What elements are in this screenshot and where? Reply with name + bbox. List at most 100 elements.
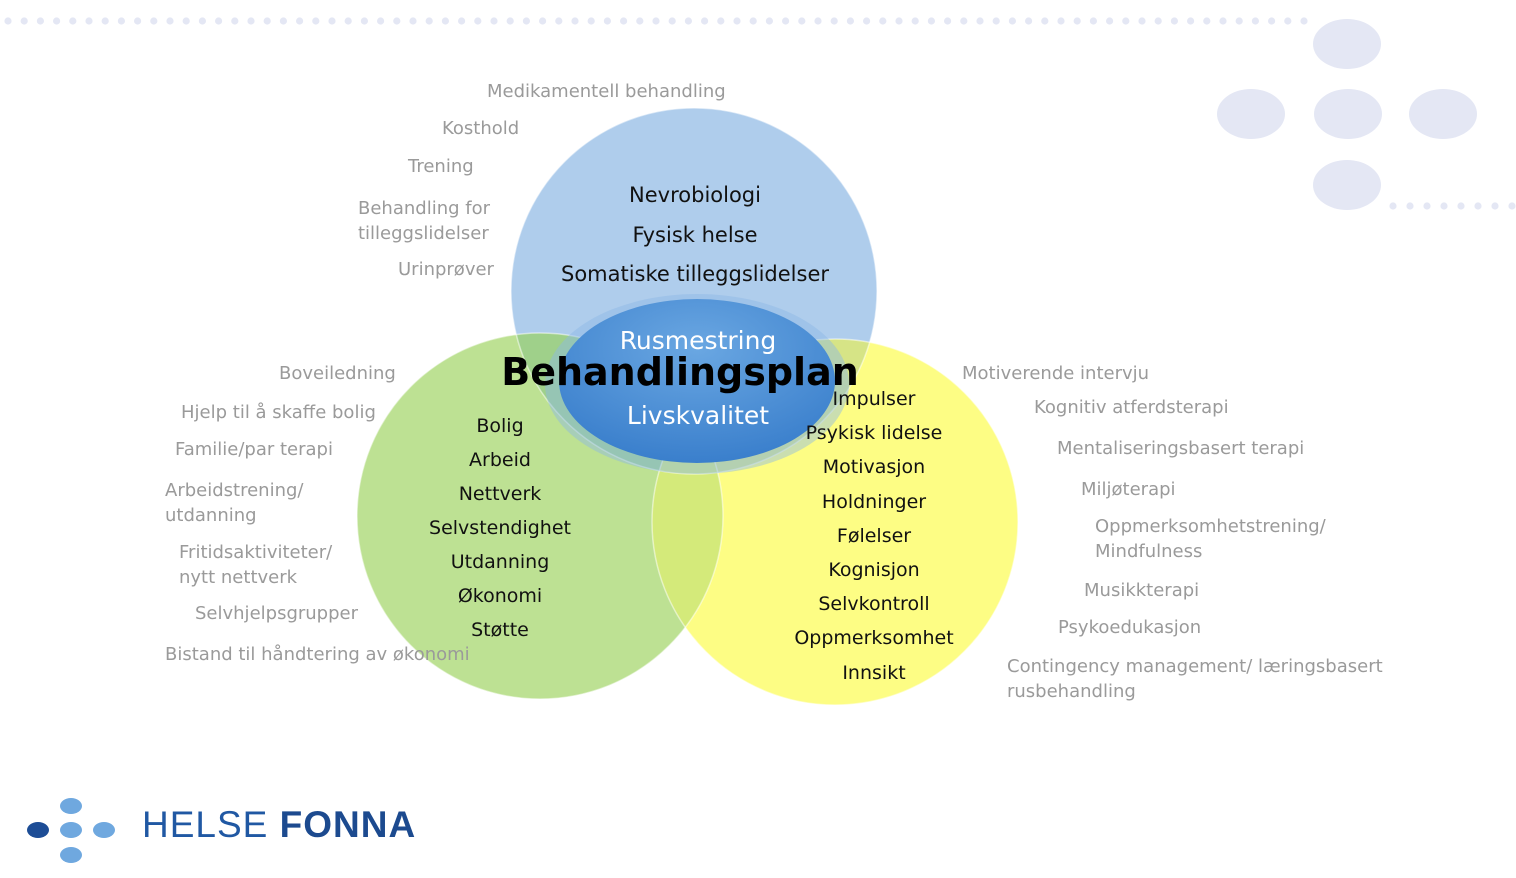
decor-small-dot — [247, 17, 255, 25]
yellow-item: Kognisjon — [828, 559, 920, 582]
yellow-item: Psykisk lidelse — [805, 422, 943, 445]
green-item: Støtte — [471, 619, 529, 641]
logo-dot — [60, 798, 82, 814]
blue-circle-items: Nevrobiologi Fysisk helse Somatiske till… — [505, 176, 885, 295]
decor-small-dot — [571, 17, 579, 25]
blue-item: Nevrobiologi — [629, 183, 761, 207]
decorative-dot-row-right — [1389, 202, 1516, 210]
decor-small-dot — [1073, 17, 1081, 25]
yellow-item: Oppmerksomhet — [794, 627, 954, 650]
decor-small-dot — [1154, 17, 1162, 25]
decor-small-dot — [4, 17, 12, 25]
decor-small-dot — [1474, 202, 1482, 210]
blue-outer-label: Trening — [408, 156, 474, 177]
decor-small-dot — [20, 17, 28, 25]
yellow-item: Selvkontroll — [818, 593, 930, 616]
decor-small-dot — [895, 17, 903, 25]
green-outer-label: Boveiledning — [279, 363, 396, 384]
decor-dot — [1313, 160, 1381, 210]
blue-item: Somatiske tilleggslidelser — [560, 262, 830, 286]
decor-small-dot — [1508, 202, 1516, 210]
yellow-item: Følelser — [836, 524, 912, 547]
green-outer-label: Fritidsaktiviteter/ nytt nettverk — [179, 542, 333, 588]
logo-dot — [93, 822, 115, 838]
decor-small-dot — [1203, 17, 1211, 25]
green-item: Arbeid — [469, 449, 531, 471]
yellow-outer-label: Contingency management/ læringsbasert ru… — [1007, 656, 1383, 702]
decor-small-dot — [296, 17, 304, 25]
decor-small-dot — [976, 17, 984, 25]
decor-small-dot — [393, 17, 401, 25]
green-item: Selvstendighet — [429, 517, 571, 539]
decor-small-dot — [53, 17, 61, 25]
decor-small-dot — [328, 17, 336, 25]
yellow-outer-label: Miljøterapi — [1081, 479, 1176, 500]
decor-small-dot — [474, 17, 482, 25]
decor-small-dot — [1041, 17, 1049, 25]
decor-small-dot — [198, 17, 206, 25]
decor-small-dot — [944, 17, 952, 25]
decor-small-dot — [69, 17, 77, 25]
logo-mark — [27, 798, 115, 863]
decor-small-dot — [231, 17, 239, 25]
decor-small-dot — [506, 17, 514, 25]
yellow-item: Impulser — [832, 388, 916, 410]
yellow-outer-label: Kognitiv atferdsterapi — [1034, 397, 1229, 418]
decor-small-dot — [1389, 202, 1397, 210]
decor-small-dot — [863, 17, 871, 25]
decorative-dot-row-top — [4, 17, 1308, 25]
decor-small-dot — [1251, 17, 1259, 25]
decor-small-dot — [117, 17, 125, 25]
decor-small-dot — [668, 17, 676, 25]
decor-dot — [1217, 89, 1285, 139]
decor-dot — [1314, 89, 1382, 139]
yellow-outer-label: Psykoedukasjon — [1058, 617, 1202, 638]
decor-small-dot — [344, 17, 352, 25]
decor-dot — [1409, 89, 1477, 139]
green-circle-items: Bolig Arbeid Nettverk Selvstendighet Utd… — [400, 409, 600, 647]
decor-small-dot — [150, 17, 158, 25]
decor-small-dot — [377, 17, 385, 25]
decor-small-dot — [1440, 202, 1448, 210]
decor-small-dot — [846, 17, 855, 25]
decor-small-dot — [1268, 17, 1276, 25]
decor-small-dot — [782, 17, 790, 25]
decor-small-dot — [1219, 17, 1227, 25]
decor-small-dot — [701, 17, 709, 25]
blue-item: Fysisk helse — [632, 222, 758, 247]
decor-small-dot — [166, 17, 174, 25]
decor-small-dot — [1423, 202, 1431, 210]
center-ellipse — [559, 299, 835, 463]
yellow-circle-edge — [651, 338, 1019, 706]
decor-small-dot — [312, 17, 320, 25]
decor-small-dot — [765, 17, 774, 25]
decor-small-dot — [1491, 202, 1499, 210]
decor-small-dot — [830, 17, 838, 25]
blue-outer-label: Kosthold — [442, 118, 520, 139]
decor-small-dot — [620, 17, 628, 25]
decor-small-dot — [360, 17, 368, 25]
decor-small-dot — [587, 17, 595, 25]
decor-small-dot — [1235, 17, 1243, 25]
decor-small-dot — [814, 17, 822, 25]
yellow-outer-label: Oppmerksomhetstrening/ Mindfulness — [1095, 516, 1326, 562]
decor-small-dot — [522, 17, 531, 25]
decor-small-dot — [182, 17, 190, 25]
yellow-outer-label: Mentaliseringsbasert terapi — [1057, 438, 1305, 459]
green-item: Utdanning — [450, 551, 550, 573]
green-outer-label: Arbeidstrening/ utdanning — [165, 480, 304, 526]
decor-small-dot — [879, 17, 887, 25]
yellow-outer-label: Musikkterapi — [1084, 580, 1200, 601]
green-outer-label: Bistand til håndtering av økonomi — [165, 644, 470, 665]
green-circle-edge — [356, 332, 724, 700]
decorative-dot-cluster — [1217, 19, 1477, 210]
green-item: Økonomi — [457, 585, 543, 607]
decor-small-dot — [749, 17, 757, 25]
decor-small-dot — [1406, 202, 1414, 210]
decor-small-dot — [992, 17, 1000, 25]
yellow-item: Innsikt — [842, 661, 906, 684]
decor-small-dot — [1300, 17, 1308, 25]
decor-small-dot — [1284, 17, 1292, 25]
decor-small-dot — [263, 17, 271, 25]
